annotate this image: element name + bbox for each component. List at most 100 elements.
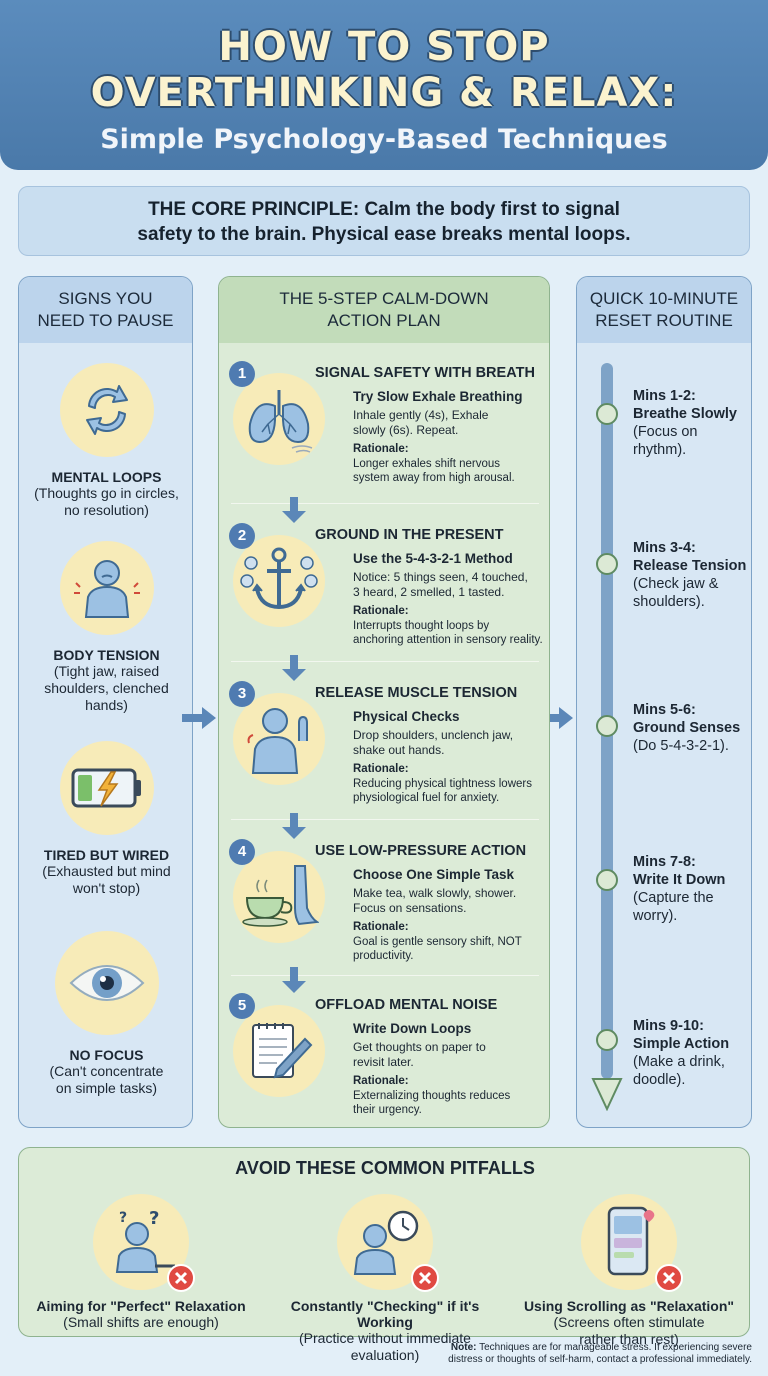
anchor-icon bbox=[240, 547, 318, 610]
timeline-node bbox=[596, 1029, 618, 1051]
step-description: Inhale gently (4s), Exhale slowly (6s). … bbox=[353, 408, 489, 437]
sign-desc: shoulders, clenched bbox=[44, 680, 169, 696]
low-battery-icon bbox=[71, 768, 141, 808]
plan-heading-line-2: ACTION PLAN bbox=[327, 311, 441, 330]
pitfall-perfect-relaxation: ? ? Aiming for "Perfect" Relaxation (Sma… bbox=[19, 1194, 263, 1331]
arrow-down-icon bbox=[591, 1078, 623, 1111]
routine-item: Mins 5-6: Ground Senses (Do 5-4-3-2-1). bbox=[633, 702, 741, 754]
step-title: GROUND IN THE PRESENT bbox=[315, 527, 504, 543]
pitfall-title: Aiming for "Perfect" Relaxation bbox=[36, 1298, 246, 1314]
pitfall-constantly-checking: Constantly "Checking" if it's Working (P… bbox=[263, 1194, 507, 1364]
note-label: Note: bbox=[450, 1342, 477, 1353]
svg-text:?: ? bbox=[149, 1208, 159, 1229]
routine-item: Mins 9-10: Simple Action (Make a drink, … bbox=[633, 1018, 730, 1088]
step-subtitle: Try Slow Exhale Breathing bbox=[353, 389, 523, 404]
plan-heading-line-1: THE 5-STEP CALM-DOWN bbox=[279, 289, 489, 308]
sign-desc: on simple tasks) bbox=[55, 1080, 158, 1096]
arrow-right-icon bbox=[182, 707, 216, 729]
rationale-label: Rationale: bbox=[353, 605, 409, 617]
lungs-icon bbox=[248, 390, 313, 453]
step-3: 3 RELEASE MUSCLE TENSION Physical Checks… bbox=[219, 681, 549, 807]
pitfalls-panel: AVOID THESE COMMON PITFALLS ? ? Aiming f… bbox=[18, 1147, 750, 1363]
step-4: 4 USE LOW-PRESSURE ACTION Choose One Sim… bbox=[219, 839, 549, 965]
sign-mental-loops: MENTAL LOOPS (Thoughts go in circles, no… bbox=[19, 363, 192, 519]
signs-heading-line-1: SIGNS YOU bbox=[58, 289, 153, 308]
rationale-text: Externalizing thoughts reduces their urg… bbox=[353, 1090, 511, 1116]
tense-person-icon bbox=[73, 560, 140, 618]
pitfall-desc: evaluation) bbox=[350, 1347, 420, 1363]
sign-title: BODY TENSION bbox=[53, 647, 160, 663]
step-description: Make tea, walk slowly, shower. Focus on … bbox=[353, 886, 517, 915]
routine-heading: QUICK 10-MINUTE RESET ROUTINE bbox=[577, 277, 751, 343]
step-subtitle: Write Down Loops bbox=[353, 1021, 472, 1036]
step-divider bbox=[231, 975, 539, 976]
sign-desc: won't stop) bbox=[72, 880, 141, 896]
rationale-text: Interrupts thought loops by anchoring at… bbox=[353, 620, 543, 646]
step-title: OFFLOAD MENTAL NOISE bbox=[315, 997, 498, 1013]
rationale-text: Longer exhales shift nervous system away… bbox=[353, 458, 515, 484]
step-number-badge: 4 bbox=[229, 839, 255, 865]
rationale-text: Goal is gentle sensory shift, NOT produc… bbox=[353, 936, 522, 962]
routine-item: Mins 7-8: Write It Down (Capture the wor… bbox=[633, 854, 726, 924]
step-divider bbox=[231, 661, 539, 662]
step-1: 1 SIGNAL SAFETY WITH BREATH Try Slow Exh… bbox=[219, 361, 549, 487]
pitfall-desc: rather than rest) bbox=[579, 1331, 679, 1347]
note-line-2: distress or thoughts of self-harm, conta… bbox=[448, 1354, 752, 1365]
sign-desc: (Can't concentrate bbox=[49, 1063, 164, 1079]
arrow-down-icon bbox=[282, 655, 306, 681]
arrow-down-icon bbox=[282, 497, 306, 523]
step-divider bbox=[231, 503, 539, 504]
sign-no-focus: NO FOCUS (Can't concentrate on simple ta… bbox=[19, 931, 192, 1097]
plan-heading: THE 5-STEP CALM-DOWN ACTION PLAN bbox=[219, 277, 549, 343]
close-icon bbox=[167, 1264, 195, 1292]
sign-desc: (Tight jaw, raised bbox=[53, 663, 160, 679]
pitfall-title: Using Scrolling as "Relaxation" bbox=[523, 1298, 735, 1314]
routine-item: Mins 1-2: Breathe Slowly (Focus on rhyth… bbox=[633, 388, 737, 458]
tea-cup-icon bbox=[242, 865, 319, 927]
rationale-label: Rationale: bbox=[353, 443, 409, 455]
step-number-badge: 5 bbox=[229, 993, 255, 1019]
arrow-down-icon bbox=[282, 813, 306, 839]
rationale-label: Rationale: bbox=[353, 921, 409, 933]
rationale-text: Reducing physical tightness lowers physi… bbox=[353, 778, 532, 804]
step-divider bbox=[231, 819, 539, 820]
step-description: Drop shoulders, unclench jaw, shake out … bbox=[353, 728, 514, 757]
action-plan-column: THE 5-STEP CALM-DOWN ACTION PLAN 1 SIGNA… bbox=[218, 276, 550, 1128]
title-line-1: HOW TO STOP bbox=[218, 24, 550, 70]
step-title: RELEASE MUSCLE TENSION bbox=[315, 685, 518, 701]
signs-heading-line-2: NEED TO PAUSE bbox=[37, 311, 174, 330]
relaxing-person-icon bbox=[247, 708, 308, 774]
rationale-label: Rationale: bbox=[353, 763, 409, 775]
close-icon bbox=[655, 1264, 683, 1292]
header-banner: HOW TO STOP OVERTHINKING & RELAX: Simple… bbox=[0, 0, 768, 170]
step-title: SIGNAL SAFETY WITH BREATH bbox=[315, 365, 535, 381]
timeline-node bbox=[596, 403, 618, 425]
cycle-arrows-icon bbox=[85, 385, 128, 435]
principle-line-1: THE CORE PRINCIPLE: Calm the body first … bbox=[148, 199, 620, 220]
routine-item: Mins 3-4: Release Tension (Check jaw & s… bbox=[633, 540, 747, 610]
close-icon bbox=[411, 1264, 439, 1292]
pitfalls-heading: AVOID THESE COMMON PITFALLS bbox=[235, 1158, 535, 1178]
sign-desc: (Exhausted but mind bbox=[42, 863, 171, 879]
svg-text:?: ? bbox=[119, 1210, 127, 1226]
sign-desc: (Thoughts go in circles, bbox=[34, 485, 179, 501]
step-title: USE LOW-PRESSURE ACTION bbox=[315, 843, 527, 859]
signs-heading: SIGNS YOU NEED TO PAUSE bbox=[19, 277, 192, 343]
step-subtitle: Physical Checks bbox=[353, 709, 460, 724]
sign-tired-but-wired: TIRED BUT WIRED (Exhausted but mind won'… bbox=[19, 741, 192, 897]
arrow-down-icon bbox=[282, 967, 306, 993]
routine-heading-line-1: QUICK 10-MINUTE bbox=[589, 289, 739, 308]
step-2: 2 GROUND IN THE PRESENT Use the 5-4-3-2-… bbox=[219, 523, 549, 649]
step-description: Get thoughts on paper to revisit later. bbox=[353, 1040, 486, 1069]
signs-column: SIGNS YOU NEED TO PAUSE MENTAL LOOPS (Th… bbox=[18, 276, 193, 1128]
pitfall-desc: (Practice without immediate bbox=[299, 1330, 471, 1346]
sign-desc: hands) bbox=[85, 697, 128, 713]
notepad-pen-icon bbox=[252, 1023, 313, 1079]
page-subtitle: Simple Psychology-Based Techniques bbox=[100, 124, 668, 155]
pitfall-desc: (Small shifts are enough) bbox=[63, 1314, 219, 1330]
step-number-badge: 1 bbox=[229, 361, 255, 387]
timeline-node bbox=[596, 553, 618, 575]
note-line-1: Techniques are for manageable stress. If… bbox=[476, 1342, 752, 1353]
pitfall-scrolling: Using Scrolling as "Relaxation" (Screens… bbox=[507, 1194, 751, 1348]
sign-title: TIRED BUT WIRED bbox=[43, 847, 170, 863]
